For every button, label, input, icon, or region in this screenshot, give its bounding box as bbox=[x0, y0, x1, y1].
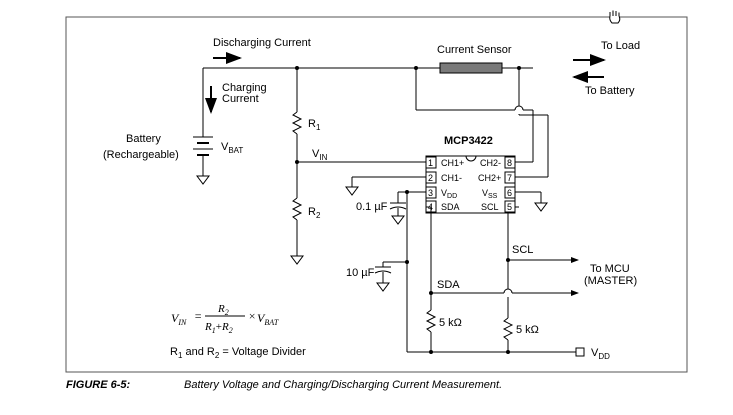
current-sensor-resistor bbox=[439, 62, 503, 74]
pin3-name: VDD bbox=[441, 188, 457, 200]
battery-symbol bbox=[193, 68, 213, 185]
pin2-num: 2 bbox=[428, 173, 433, 183]
sensor-taps bbox=[415, 68, 549, 178]
battery-label-line1: Battery bbox=[126, 133, 161, 145]
pin5-name: SCL bbox=[481, 202, 499, 212]
figure-frame bbox=[65, 16, 688, 373]
formula-rhs: VBAT bbox=[257, 311, 279, 327]
vin-label: VIN bbox=[312, 148, 328, 162]
r1-label: R1 bbox=[308, 118, 321, 132]
r2-label: R2 bbox=[308, 206, 321, 220]
vdd-bypass bbox=[389, 190, 426, 352]
to-mcu-label-line2: (MASTER) bbox=[584, 275, 637, 287]
sda-bus bbox=[425, 206, 579, 354]
current-sensor-label: Current Sensor bbox=[437, 44, 512, 56]
mcp3422-chip bbox=[425, 155, 516, 214]
voltage-divider bbox=[290, 68, 426, 265]
res-5k-right-label: 5 kΩ bbox=[516, 324, 539, 336]
vbat-label: VBAT bbox=[221, 141, 243, 155]
voltage-divider-note: R1 and R2 = Voltage Divider bbox=[170, 346, 306, 360]
pin8-name: CH2- bbox=[480, 158, 501, 168]
pin8-num: 8 bbox=[507, 158, 512, 168]
pin1-name: CH1+ bbox=[441, 158, 464, 168]
figure-number: FIGURE 6-5: bbox=[66, 379, 131, 391]
charging-current-label-line1: Charging bbox=[222, 82, 267, 94]
vdd-rail bbox=[407, 347, 585, 357]
ch1-minus-ground bbox=[345, 176, 426, 196]
battery-label-line2: (Rechargeable) bbox=[103, 149, 179, 161]
cap-10uf bbox=[374, 260, 409, 292]
figure-title: Battery Voltage and Charging/Discharging… bbox=[184, 379, 502, 391]
discharging-current-label: Discharging Current bbox=[213, 37, 311, 49]
formula-lhs: VIN bbox=[171, 311, 187, 327]
vss-ground bbox=[515, 191, 548, 212]
chip-name-label: MCP3422 bbox=[444, 135, 493, 147]
formula-times: × bbox=[248, 309, 256, 323]
pin3-num: 3 bbox=[428, 188, 433, 198]
formula-equals: = bbox=[194, 309, 202, 323]
cap-10uf-label: 10 µF bbox=[346, 267, 375, 279]
vdd-label: VDD bbox=[591, 347, 610, 361]
pin6-num: 6 bbox=[507, 188, 512, 198]
formula-block: VIN = R2 R1+R2 × VBAT bbox=[171, 303, 279, 335]
scl-bus bbox=[502, 206, 579, 354]
pin6-name: VSS bbox=[482, 188, 498, 200]
to-load-label: To Load bbox=[601, 40, 640, 52]
pin7-num: 7 bbox=[507, 173, 512, 183]
formula-numerator: R2 bbox=[217, 303, 229, 317]
pin4-name: SDA bbox=[441, 202, 460, 212]
cap-0-1uf-label: 0.1 µF bbox=[356, 201, 388, 213]
pin1-num: 1 bbox=[428, 158, 433, 168]
pin2-name: CH1- bbox=[441, 173, 462, 183]
pin5-num: 5 bbox=[507, 202, 512, 212]
scl-label: SCL bbox=[512, 244, 533, 256]
sda-label: SDA bbox=[437, 279, 460, 291]
charging-current-label-line2: Current bbox=[222, 93, 259, 105]
pin7-name: CH2+ bbox=[478, 173, 501, 183]
hand-cursor-icon bbox=[609, 10, 621, 24]
formula-denominator: R1+R2 bbox=[204, 321, 233, 335]
to-mcu-label-line1: To MCU bbox=[590, 263, 630, 275]
res-5k-left-label: 5 kΩ bbox=[439, 317, 462, 329]
to-battery-label: To Battery bbox=[585, 85, 635, 97]
